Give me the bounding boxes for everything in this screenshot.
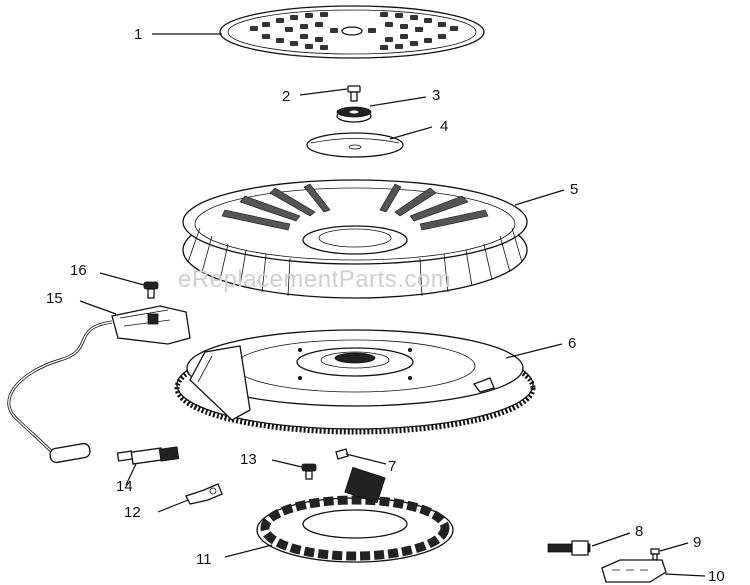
part-13-screw[interactable] — [301, 463, 317, 480]
callout-14: 14 — [116, 478, 133, 495]
callout-labels: 1 2 3 4 5 6 7 8 9 10 11 12 13 14 15 16 — [46, 26, 725, 585]
callout-6: 6 — [568, 335, 576, 352]
callout-16: 16 — [70, 262, 87, 279]
part-7-key[interactable] — [335, 448, 349, 460]
part-2-bolt[interactable] — [347, 85, 361, 102]
callout-15: 15 — [46, 290, 63, 307]
part-11-stator[interactable] — [256, 466, 454, 563]
part-14-spark-plug[interactable] — [116, 446, 180, 465]
callout-8: 8 — [635, 523, 643, 540]
part-10-regulator[interactable] — [601, 559, 667, 583]
callout-2: 2 — [282, 88, 290, 105]
part-15-ignition-module[interactable] — [7, 305, 191, 464]
callout-10: 10 — [708, 568, 725, 585]
leader-lines — [79, 33, 706, 577]
callout-4: 4 — [440, 118, 448, 135]
callout-3: 3 — [432, 87, 440, 104]
callout-9: 9 — [693, 534, 701, 551]
part-1-grille-screen[interactable] — [219, 5, 485, 59]
part-9-screw[interactable] — [650, 548, 660, 561]
callout-5: 5 — [570, 181, 578, 198]
part-4-fan-retainer[interactable] — [306, 132, 404, 158]
part-16-screw[interactable] — [143, 281, 159, 299]
part-3-spacer[interactable] — [336, 106, 372, 123]
callout-1: 1 — [134, 26, 142, 43]
callout-11: 11 — [196, 551, 212, 568]
watermark-text: eReplacementParts.com — [178, 266, 451, 293]
callout-12: 12 — [124, 504, 141, 521]
callout-13: 13 — [240, 451, 257, 468]
callout-7: 7 — [388, 458, 396, 475]
part-12-wire-clip[interactable] — [185, 483, 223, 505]
part-5-flywheel-fan[interactable] — [182, 179, 528, 299]
part-8-bracket[interactable] — [547, 540, 591, 556]
part-6-flywheel[interactable] — [174, 329, 536, 435]
